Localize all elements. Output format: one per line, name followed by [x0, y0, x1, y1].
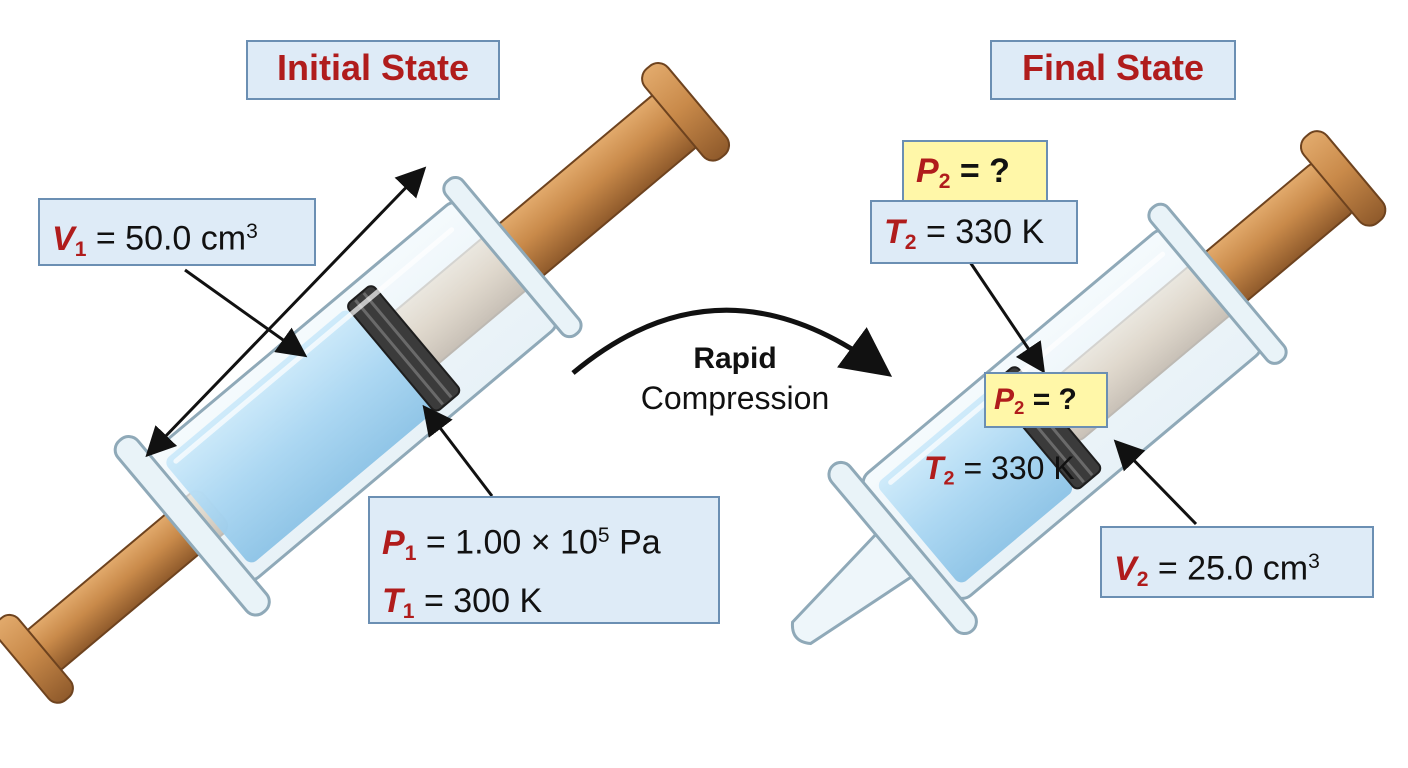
final-flange-upper — [1147, 202, 1288, 365]
p1-value: = 1.00 × 10 — [416, 523, 598, 562]
v1-unit-exponent: 3 — [246, 220, 258, 243]
initial-volume-label: V1 = 50.0 cm3 — [38, 198, 316, 266]
p2-top-value: = ? — [950, 152, 1010, 190]
t2-inner-subscript: 2 — [943, 467, 955, 490]
t1-value: = 300 K — [414, 582, 543, 621]
t2-top-symbol: T — [884, 213, 905, 251]
initial-plunger-cap-upper — [641, 62, 731, 162]
final-temperature-inner-label: T2 = 330 K — [924, 448, 1075, 499]
p1-line: P1 = 1.00 × 105 Pa — [382, 512, 706, 577]
v2-symbol: V — [1114, 549, 1137, 588]
t2-inner-symbol: T — [924, 450, 944, 486]
initial-state-pointer — [422, 404, 494, 497]
p1-exponent: 5 — [597, 524, 610, 547]
final-pressure-top-label: P2 = ? — [902, 140, 1048, 202]
initial-state-label: P1 = 1.00 × 105 Pa T1 = 300 K — [368, 496, 720, 624]
final-pressure-inner-label: P2 = ? — [984, 372, 1108, 428]
initial-flange-lower — [113, 435, 271, 617]
p1-symbol: P — [382, 523, 405, 562]
initial-volume-dimension-arrow — [145, 166, 427, 458]
initial-volume-pointer — [184, 268, 308, 358]
p2-inner-symbol: P — [994, 383, 1015, 416]
final-volume-label: V2 = 25.0 cm3 — [1100, 526, 1374, 598]
initial-state-title: Initial State — [246, 40, 500, 100]
final-top-pointer — [968, 261, 1046, 374]
p1-unit: Pa — [609, 523, 661, 562]
t1-line: T1 = 300 K — [382, 577, 706, 636]
v1-subscript: 1 — [74, 237, 87, 261]
v1-symbol: V — [52, 219, 75, 258]
initial-plunger-cap-lower — [0, 613, 74, 704]
t1-symbol: T — [382, 582, 403, 621]
p2-inner-subscript: 2 — [1014, 397, 1025, 419]
t2-top-value: = 330 K — [916, 213, 1045, 251]
final-flange-lower — [827, 460, 978, 636]
process-line-2: Compression — [640, 380, 830, 416]
initial-flange-upper — [442, 175, 583, 339]
t2-top-subscript: 2 — [904, 230, 917, 254]
process-label: Rapid Compression — [600, 340, 870, 418]
p2-top-subscript: 2 — [938, 169, 951, 193]
final-volume-pointer — [1113, 439, 1198, 526]
p1-subscript: 1 — [404, 541, 417, 565]
final-temperature-top-label: T2 = 330 K — [870, 200, 1078, 264]
t1-subscript: 1 — [402, 600, 415, 624]
final-state-title: Final State — [990, 40, 1236, 100]
v2-value: = 25.0 cm — [1148, 549, 1309, 588]
final-gas — [878, 391, 1073, 583]
p2-inner-value: = ? — [1024, 383, 1077, 416]
process-line-1: Rapid — [693, 342, 777, 375]
v2-subscript: 2 — [1136, 567, 1149, 591]
p2-top-symbol: P — [916, 152, 939, 190]
v2-unit-exponent: 3 — [1308, 550, 1320, 573]
t2-inner-value: = 330 K — [954, 450, 1075, 486]
final-plunger-cap — [1299, 130, 1387, 227]
v1-value: = 50.0 cm — [86, 219, 247, 258]
process-arrow — [571, 307, 893, 377]
